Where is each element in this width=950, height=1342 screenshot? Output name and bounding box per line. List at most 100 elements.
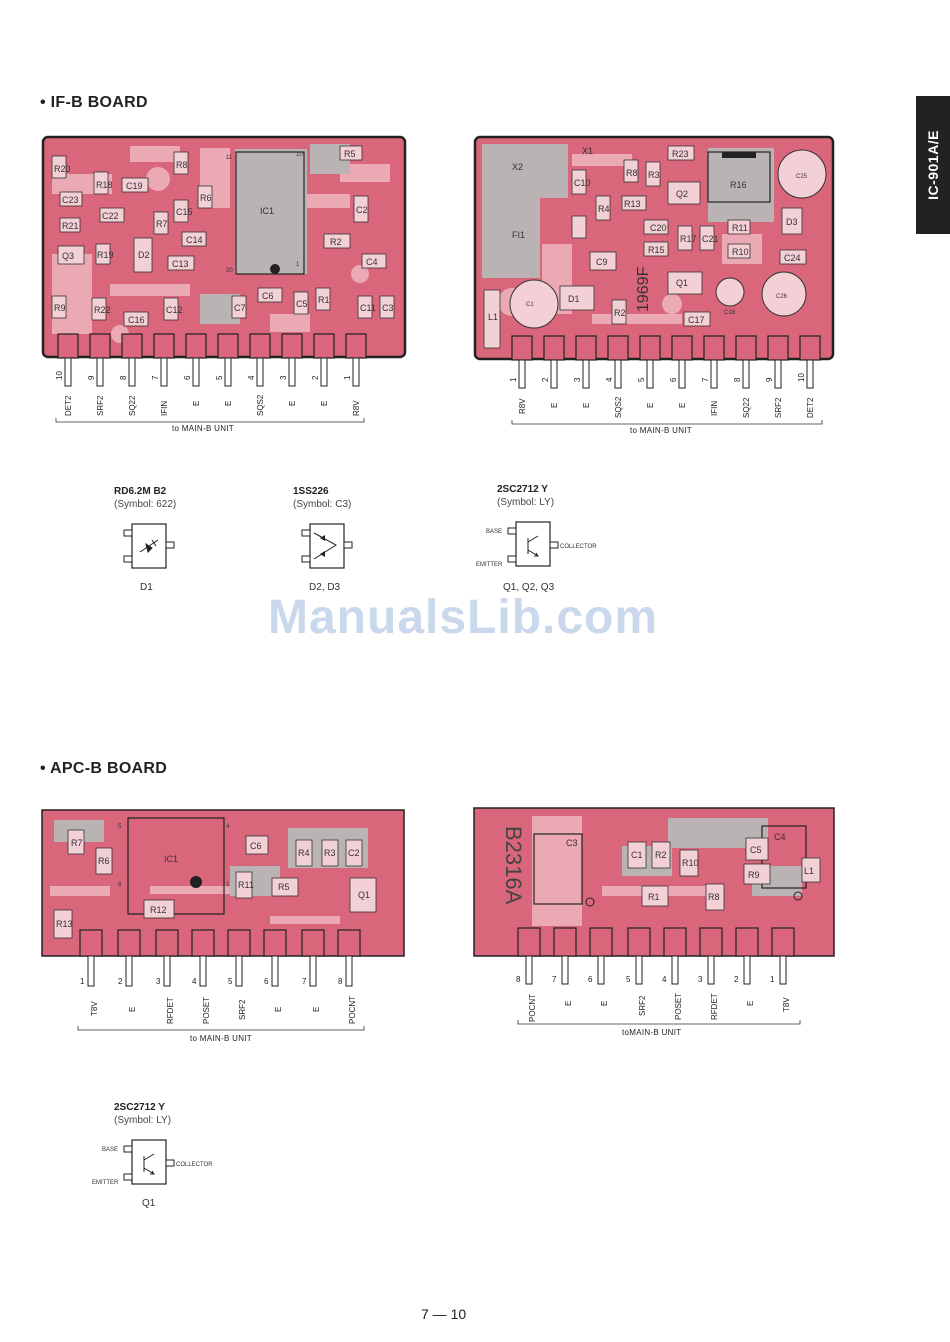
svg-text:E: E: [320, 401, 329, 406]
svg-text:9: 9: [765, 377, 774, 382]
svg-text:3: 3: [156, 977, 161, 986]
part-caption: D1: [140, 582, 153, 593]
component-boxes: [627, 837, 821, 911]
svg-text:R3: R3: [648, 170, 660, 180]
svg-text:R2: R2: [330, 237, 342, 247]
part-title: 2SC2712 Y: [114, 1102, 165, 1113]
svg-text:DET2: DET2: [806, 397, 815, 418]
svg-text:Q2: Q2: [676, 189, 688, 199]
pin-numbers: 10 9 8 7 6 5 4 3 2 1: [55, 371, 352, 380]
svg-text:C12: C12: [166, 305, 183, 315]
svg-text:FI1: FI1: [512, 230, 525, 240]
component-labels: R7 R6 IC1 C6 R4 R3 C2 R11 R5 Q1 R12 R13 …: [56, 824, 370, 929]
svg-text:RFDET: RFDET: [166, 997, 175, 1024]
svg-text:R17: R17: [680, 234, 697, 244]
svg-text:5: 5: [228, 977, 233, 986]
svg-text:R10: R10: [682, 858, 699, 868]
svg-text:4: 4: [192, 977, 197, 986]
svg-text:4: 4: [662, 975, 667, 984]
svg-text:R23: R23: [672, 149, 689, 159]
component-labels: R20 R18 C19 R8 R5 C23 C22 C15 R6 R21 R19…: [54, 149, 394, 325]
transistor-q1-q3-package-icon: BASE COLLECTOR EMITTER: [476, 521, 597, 568]
svg-text:R22: R22: [94, 305, 111, 315]
svg-text:IC1: IC1: [164, 854, 178, 864]
svg-text:C16: C16: [128, 315, 145, 325]
svg-text:10: 10: [797, 373, 806, 382]
svg-text:C19: C19: [126, 181, 143, 191]
svg-text:SRF2: SRF2: [238, 999, 247, 1020]
svg-text:E: E: [564, 1001, 573, 1006]
svg-text:C4: C4: [774, 832, 786, 842]
c3-outline: [533, 833, 583, 905]
svg-text:R6: R6: [98, 856, 110, 866]
svg-text:R9: R9: [748, 870, 760, 880]
svg-text:6: 6: [264, 977, 269, 986]
svg-text:4: 4: [226, 824, 230, 830]
svg-text:R7: R7: [156, 219, 168, 229]
part-caption: Q1: [142, 1198, 156, 1209]
unit-bracket: [55, 418, 365, 423]
svg-text:IC1: IC1: [260, 206, 274, 216]
svg-text:R15: R15: [648, 245, 665, 255]
svg-text:C2: C2: [356, 205, 368, 215]
svg-text:R1: R1: [648, 892, 660, 902]
unit-label: toMAIN-B UNIT: [622, 1028, 681, 1037]
svg-text:R4: R4: [298, 848, 310, 858]
svg-text:3: 3: [573, 377, 582, 382]
pin-names: R8V E E SQS2 E E IFIN SQ22 SRF2 DET2: [518, 396, 815, 418]
svg-text:C14: C14: [186, 235, 203, 245]
svg-text:5: 5: [215, 375, 224, 380]
svg-text:10: 10: [55, 371, 64, 380]
svg-text:C2: C2: [348, 848, 360, 858]
svg-text:1: 1: [80, 977, 85, 986]
svg-text:2: 2: [734, 975, 739, 984]
svg-text:R6: R6: [200, 193, 212, 203]
svg-text:SRF2: SRF2: [96, 395, 105, 416]
side-tab: IC-901A/E: [916, 96, 950, 234]
svg-text:1: 1: [509, 377, 518, 382]
if-board-left: R20 R18 C19 R8 R5 C23 C22 C15 R6 R21 R19…: [41, 135, 407, 433]
svg-text:R18: R18: [96, 180, 113, 190]
component-labels: B2316A C3 C1 R2 R10 C4 C5 R9 L1 R1 R8: [501, 826, 814, 905]
svg-text:2: 2: [541, 377, 550, 382]
svg-text:R19: R19: [97, 250, 114, 260]
svg-text:SQ22: SQ22: [742, 397, 751, 418]
svg-text:R2: R2: [614, 308, 626, 318]
svg-text:D2: D2: [138, 250, 150, 260]
apc-board-right: B2316A C3 C1 R2 R10 C4 C5 R9 L1 R1 R8 8 …: [473, 807, 835, 1037]
part-title: RD6.2M B2: [114, 486, 167, 497]
svg-text:4: 4: [605, 377, 614, 382]
svg-text:POCNT: POCNT: [348, 996, 357, 1024]
svg-text:B2316A: B2316A: [501, 826, 526, 905]
svg-text:C20: C20: [650, 223, 667, 233]
svg-text:8: 8: [118, 882, 122, 888]
pcb-gray-areas: [482, 144, 774, 278]
svg-text:5: 5: [626, 975, 631, 984]
svg-text:6: 6: [669, 377, 678, 382]
unit-label: to MAIN-B UNIT: [190, 1034, 252, 1043]
svg-text:IFIN: IFIN: [160, 401, 169, 416]
pcb-traces: [532, 816, 722, 926]
svg-text:1: 1: [343, 375, 352, 380]
svg-text:5: 5: [118, 824, 122, 830]
svg-text:C6: C6: [262, 291, 274, 301]
watermark: ManualsLib.com: [268, 591, 659, 644]
svg-text:R5: R5: [344, 149, 356, 159]
pin-names: T8V E RFDET POSET SRF2 E E POCNT: [90, 996, 357, 1024]
svg-text:Q1: Q1: [358, 890, 370, 900]
svg-text:7: 7: [701, 377, 710, 382]
apc-board-title: • APC-B BOARD: [40, 760, 168, 777]
svg-text:IFIN: IFIN: [710, 401, 719, 416]
connector-pins: [517, 927, 795, 985]
pin-numbers: 8 7 6 5 4 3 2 1: [516, 975, 775, 984]
svg-text:R4: R4: [598, 204, 610, 214]
svg-text:R13: R13: [56, 919, 73, 929]
svg-text:R10: R10: [732, 247, 749, 257]
ic1-pin1-marker: [190, 876, 202, 888]
svg-text:3: 3: [698, 975, 703, 984]
svg-text:EMITTER: EMITTER: [476, 562, 503, 568]
svg-text:R8: R8: [626, 168, 638, 178]
svg-text:C11: C11: [360, 303, 376, 313]
svg-text:C3: C3: [566, 838, 578, 848]
part-title: 2SC2712 Y: [497, 484, 548, 495]
